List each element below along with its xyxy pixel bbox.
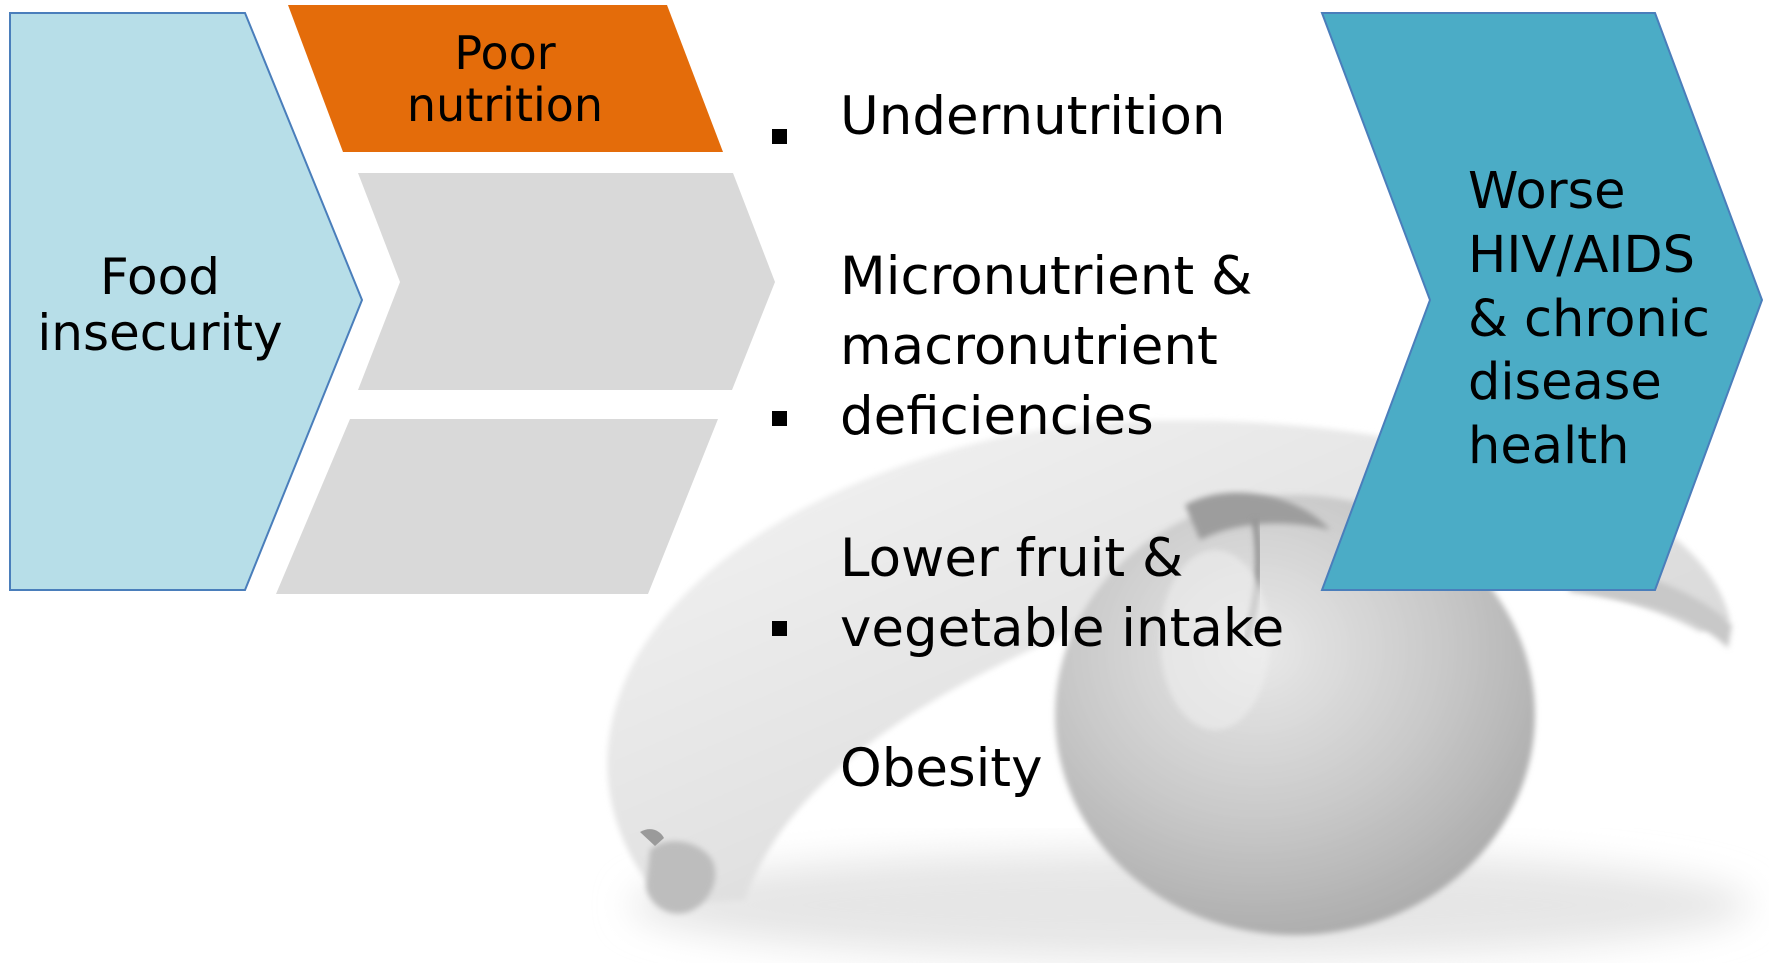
empty-grey-parallelogram	[276, 419, 718, 594]
food-insecurity-label: Food insecurity	[20, 240, 300, 370]
bullet-item-deficiencies: Micronutrient & macronutrient deficienci…	[770, 102, 1330, 384]
square-bullet-icon	[772, 621, 787, 636]
nutrition-outcomes-list: Undernutrition Micronutrient & macronutr…	[770, 0, 1330, 874]
bullet-item-fruit-vegetable: Lower fruit & vegetable intake	[770, 384, 1330, 594]
empty-grey-chevron	[358, 173, 775, 390]
bullet-item-obesity: Obesity	[770, 594, 1330, 874]
square-bullet-icon	[772, 411, 787, 426]
bullet-item-undernutrition: Undernutrition	[770, 0, 1330, 102]
bullet-text: Obesity	[840, 734, 1330, 804]
worse-health-label: Worse HIV/AIDS & chronic disease health	[1468, 160, 1748, 480]
poor-nutrition-label: Poor nutrition	[360, 22, 650, 137]
square-bullet-icon	[772, 129, 787, 144]
